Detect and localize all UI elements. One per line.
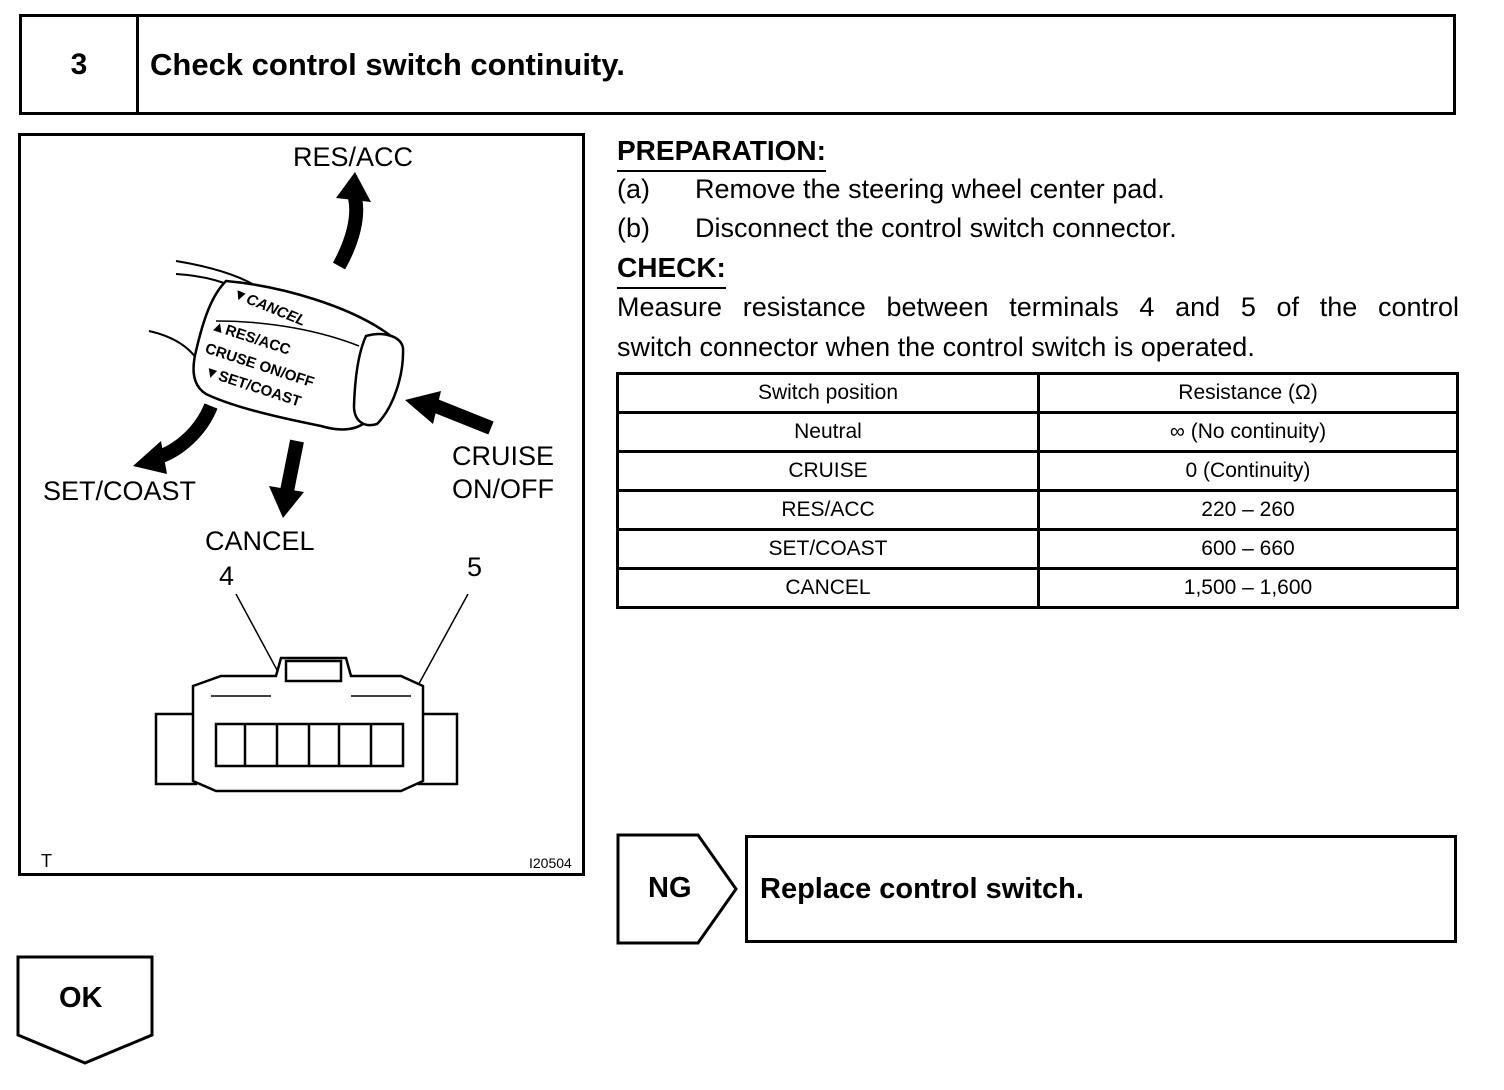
header-switch-position: Switch position (616, 372, 1040, 414)
res-acc-arrowhead (336, 172, 371, 202)
cell-position: SET/COAST (616, 528, 1040, 570)
check-heading: CHECK: (617, 252, 726, 289)
table-row: RES/ACC 220 – 260 (616, 489, 1459, 531)
ng-action-text: Replace control switch. (760, 873, 1084, 905)
cell-resistance: 0 (Continuity) (1037, 450, 1459, 492)
res-acc-arrow (332, 196, 364, 270)
prep-item-a-letter: (a) (617, 174, 650, 204)
terminal-5-label: 5 (467, 552, 483, 582)
step-header: 3 Check control switch continuity. (19, 14, 1456, 115)
label-set-coast: SET/COAST (43, 476, 197, 506)
label-cruise-line1: CRUISE (452, 441, 555, 471)
cell-resistance: ∞ (No continuity) (1037, 411, 1459, 453)
label-cruise-line2: ON/OFF (452, 474, 554, 504)
cell-position: RES/ACC (616, 489, 1040, 531)
cell-resistance: 1,500 – 1,600 (1037, 567, 1459, 609)
cell-resistance: 220 – 260 (1037, 489, 1459, 531)
ok-arrow-shape (16, 955, 154, 1065)
step-title: Check control switch continuity. (150, 46, 625, 82)
prep-item-a-text: Remove the steering wheel center pad. (695, 174, 1165, 204)
ok-label: OK (59, 982, 103, 1014)
prep-item-b-text: Disconnect the control switch connector. (695, 213, 1177, 243)
corner-code: T (41, 851, 52, 871)
table-row: SET/COAST 600 – 660 (616, 528, 1459, 570)
cancel-arrow (280, 439, 304, 493)
preparation-heading: PREPARATION: (617, 135, 826, 172)
control-switch-figure: RES/ACC SET/COAST CANCEL CRUISE ON/OFF 4… (18, 133, 585, 876)
label-res-acc: RES/ACC (293, 142, 414, 172)
table-row: CANCEL 1,500 – 1,600 (616, 567, 1459, 609)
resistance-table: Switch position Resistance (Ω) Neutral ∞… (616, 372, 1459, 609)
cell-position: CRUISE (616, 450, 1040, 492)
terminal-4-label: 4 (219, 561, 235, 591)
wire-top (175, 260, 257, 287)
figure-id: I20504 (529, 855, 572, 871)
ng-label: NG (648, 872, 692, 904)
label-cancel: CANCEL (205, 526, 315, 556)
table-header-row: Switch position Resistance (Ω) (616, 372, 1459, 414)
check-line-1: Measure resistance between terminals 4 a… (617, 292, 1459, 322)
cell-resistance: 600 – 660 (1037, 528, 1459, 570)
ng-action-box (745, 835, 1457, 943)
check-line-2: switch connector when the control switch… (617, 332, 1255, 362)
cruise-button (352, 332, 405, 427)
set-coast-arrow (153, 403, 218, 465)
header-resistance: Resistance (Ω) (1037, 372, 1459, 414)
table-row: Neutral ∞ (No continuity) (616, 411, 1459, 453)
ng-arrow-shape (616, 833, 738, 945)
connector (154, 656, 459, 793)
cell-position: CANCEL (616, 567, 1040, 609)
switch-illustration (133, 172, 494, 793)
cell-position: Neutral (616, 411, 1040, 453)
prep-item-b-letter: (b) (617, 213, 650, 243)
cruise-arrow (433, 399, 494, 435)
table-row: CRUISE 0 (Continuity) (616, 450, 1459, 492)
switch-body (192, 279, 397, 431)
step-number: 3 (22, 17, 139, 112)
